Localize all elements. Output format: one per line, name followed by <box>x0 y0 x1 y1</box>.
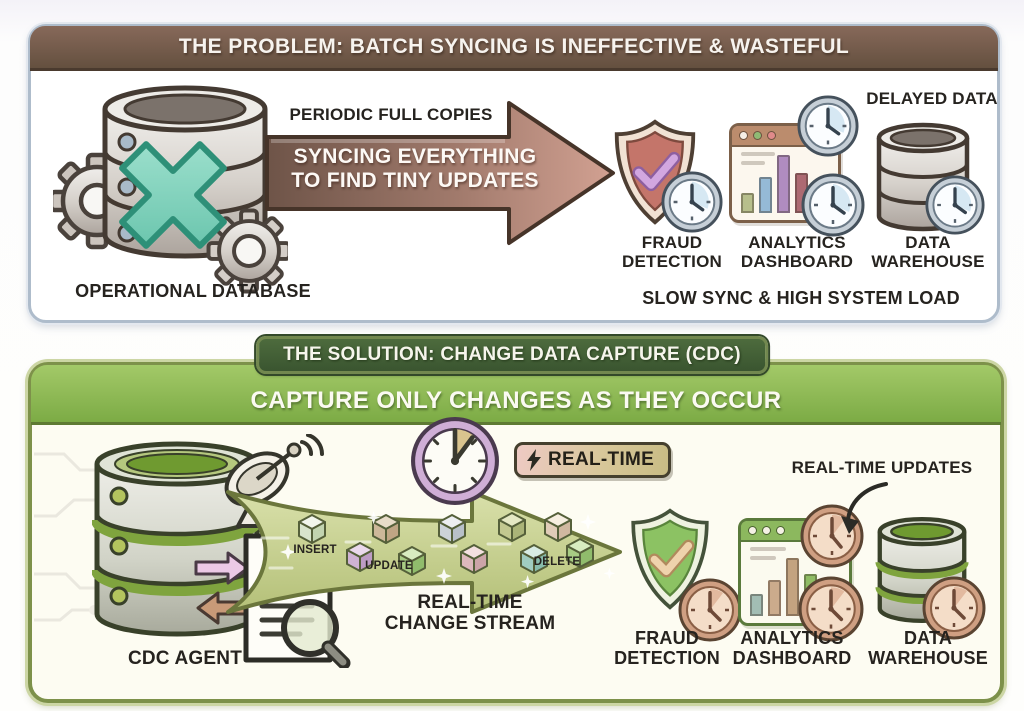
realtime-update-clock-icon <box>798 576 864 642</box>
text-line <box>741 161 765 165</box>
problem-title: THE PROBLEM: BATCH SYNCING IS INEFFECTIV… <box>178 35 850 58</box>
realtime-clock-icon <box>411 417 499 505</box>
window-dot-icon <box>776 526 785 535</box>
change-stream-label: REAL-TIME CHANGE STREAM <box>384 592 556 635</box>
text-line <box>741 152 775 156</box>
delay-clock-icon <box>925 175 985 235</box>
fraud-detection-label: FRAUD DETECTION <box>614 628 720 669</box>
fraud-detection-label: FRAUD DETECTION <box>621 233 723 272</box>
realtime-updates-label: REAL-TIME UPDATES <box>791 458 973 477</box>
problem-footer-label: SLOW SYNC & HIGH SYSTEM LOAD <box>642 288 960 308</box>
delayed-data-label: DELAYED DATA <box>866 89 998 108</box>
bar-chart-icon <box>741 155 808 213</box>
data-warehouse-label: DATA WAREHOUSE <box>871 233 985 272</box>
window-dot-icon <box>767 131 776 140</box>
insert-cube-label: INSERT <box>293 544 337 556</box>
solution-tab: THE SOLUTION: CHANGE DATA CAPTURE (CDC) <box>256 336 768 374</box>
exchange-arrows-icon <box>194 551 252 625</box>
realtime-badge: REAL-TIME <box>514 442 672 478</box>
delete-cube-label: DELETE <box>533 556 581 568</box>
solution-banner-text: CAPTURE ONLY CHANGES AS THEY OCCUR <box>250 387 782 414</box>
problem-header-bar: THE PROBLEM: BATCH SYNCING IS INEFFECTIV… <box>30 26 998 71</box>
window-dot-icon <box>762 526 771 535</box>
operational-database-icon <box>53 85 288 294</box>
delay-clock-icon <box>661 171 723 233</box>
window-dot-icon <box>739 131 748 140</box>
arrow-right-icon <box>194 551 250 585</box>
solution-banner: CAPTURE ONLY CHANGES AS THEY OCCUR <box>31 365 1001 425</box>
operational-database-label: OPERATIONAL DATABASE <box>75 281 311 301</box>
x-mark-icon <box>119 141 227 249</box>
gear-icon <box>206 208 288 294</box>
text-line <box>750 556 776 560</box>
satellite-dish-icon <box>224 434 324 528</box>
solution-tab-title: THE SOLUTION: CHANGE DATA CAPTURE (CDC) <box>283 344 741 365</box>
realtime-badge-label: REAL-TIME <box>548 449 655 470</box>
batch-sync-arrow <box>265 101 615 245</box>
realtime-update-clock-icon <box>922 576 986 640</box>
batch-arrow-text: SYNCING EVERYTHING TO FIND TINY UPDATES <box>291 145 539 192</box>
delay-clock-icon <box>797 95 859 157</box>
window-dot-icon <box>748 526 757 535</box>
analytics-dashboard-label: ANALYTICS DASHBOARD <box>732 628 852 669</box>
change-stream-arrow <box>226 490 622 614</box>
curved-arrow-icon <box>841 482 888 534</box>
realtime-update-clock-icon <box>678 578 742 642</box>
arrow-caption: PERIODIC FULL COPIES <box>289 105 493 124</box>
cdc-agent-label: CDC AGENT <box>127 648 243 669</box>
fraud-shield-icon <box>631 508 709 610</box>
sparkle-icon <box>280 511 616 589</box>
update-cube-label: UPDATE <box>365 560 413 572</box>
problem-panel: THE PROBLEM: BATCH SYNCING IS INEFFECTIV… <box>28 24 1000 323</box>
analytics-dashboard-label: ANALYTICS DASHBOARD <box>740 233 854 272</box>
window-dot-icon <box>753 131 762 140</box>
lightning-bolt-icon <box>527 449 541 471</box>
text-line <box>750 547 786 551</box>
solution-panel: CAPTURE ONLY CHANGES AS THEY OCCUR <box>28 362 1004 703</box>
delay-clock-icon <box>801 173 865 237</box>
data-warehouse-label: DATA WAREHOUSE <box>868 628 988 669</box>
